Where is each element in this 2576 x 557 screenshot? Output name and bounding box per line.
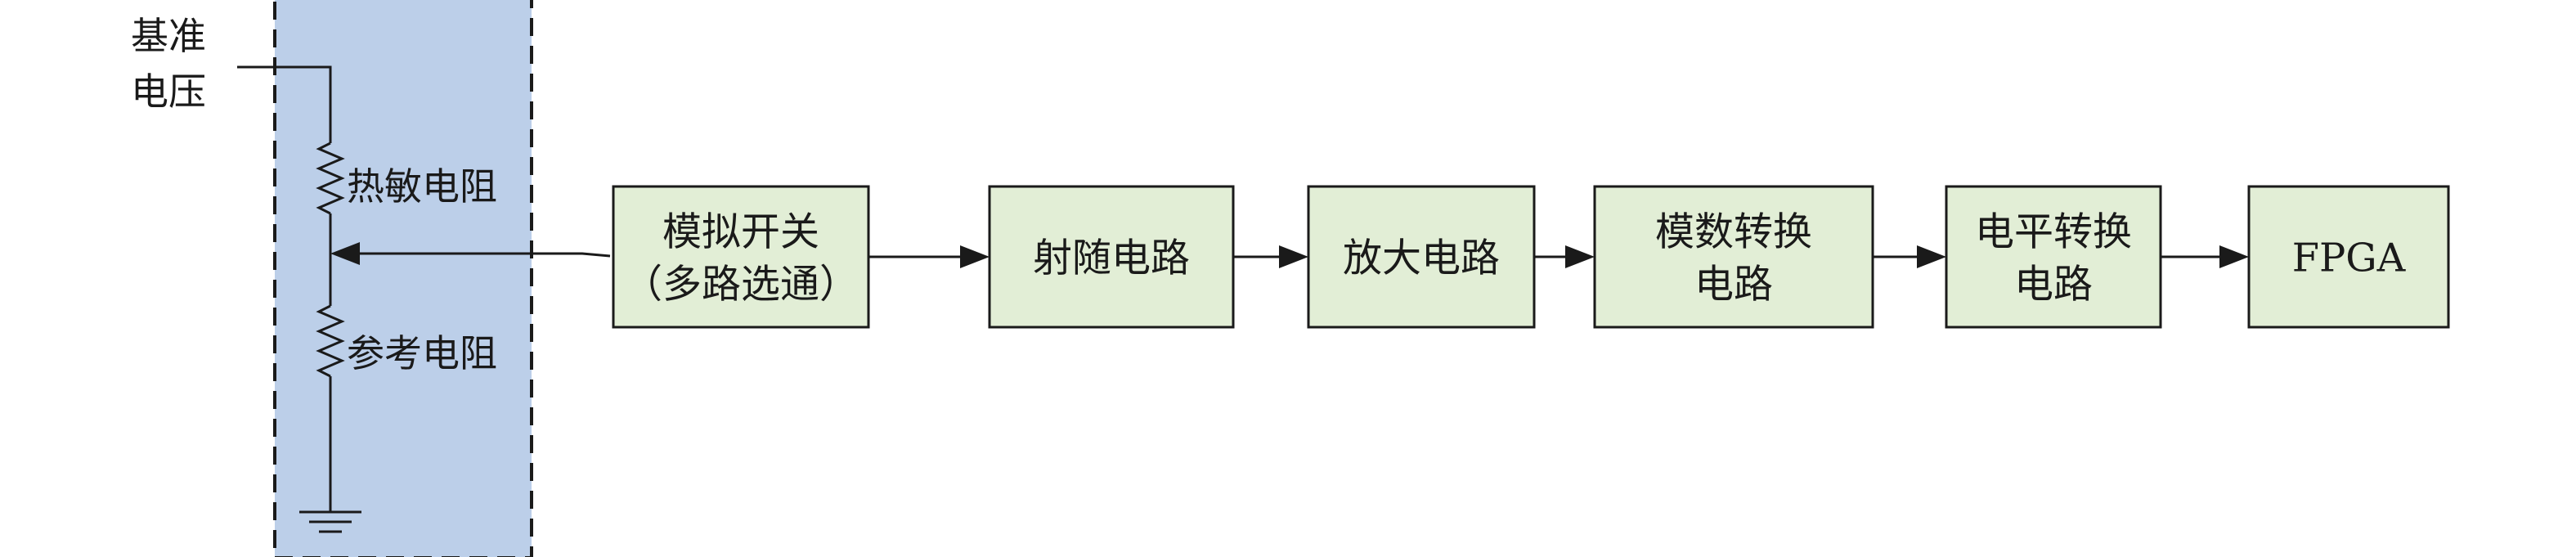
block-fpga: FPGA bbox=[2247, 185, 2450, 329]
arrowhead-adc bbox=[1565, 245, 1595, 268]
block-emitter-follower: 射随电路 bbox=[988, 185, 1235, 329]
block-level-shifter-label-line2: 电路 bbox=[2014, 261, 2093, 307]
thermistor-label: 热敏电阻 bbox=[347, 164, 497, 209]
arrowhead-level-shifter bbox=[1917, 245, 1946, 268]
arrowhead-emitter-follower bbox=[960, 245, 990, 268]
arrowhead-fpga bbox=[2219, 245, 2249, 268]
block-analog-switch-label-line2: （多路选通） bbox=[623, 261, 859, 307]
block-analog-switch-label-line1: 模拟开关 bbox=[662, 209, 819, 254]
reference-resistor-label: 参考电阻 bbox=[347, 331, 497, 375]
wire-switch-to-divider bbox=[360, 252, 611, 258]
arrow-into-divider bbox=[330, 242, 360, 265]
sensor-panel bbox=[273, 0, 533, 557]
thermistor-symbol bbox=[316, 141, 345, 215]
block-adc-label-line1: 模数转换 bbox=[1655, 209, 1812, 254]
reference-voltage-label-line2: 电压 bbox=[131, 70, 206, 114]
reference-voltage-lead bbox=[237, 65, 332, 143]
block-analog-switch: 模拟开关 （多路选通） bbox=[612, 185, 870, 329]
block-adc-label-line2: 电路 bbox=[1694, 261, 1773, 307]
arrowhead-amplifier bbox=[1279, 245, 1308, 268]
ground-icon bbox=[299, 510, 361, 533]
block-level-shifter-label-line1: 电平转换 bbox=[1975, 209, 2132, 254]
block-amplifier: 放大电路 bbox=[1307, 185, 1536, 329]
block-fpga-label-line1: FPGA bbox=[2292, 235, 2407, 281]
block-emitter-follower-label-line1: 射随电路 bbox=[1033, 235, 1190, 281]
reference-voltage-label-line1: 基准 bbox=[131, 14, 206, 58]
reference-resistor-symbol bbox=[316, 304, 345, 378]
block-amplifier-label-line1: 放大电路 bbox=[1343, 235, 1500, 281]
